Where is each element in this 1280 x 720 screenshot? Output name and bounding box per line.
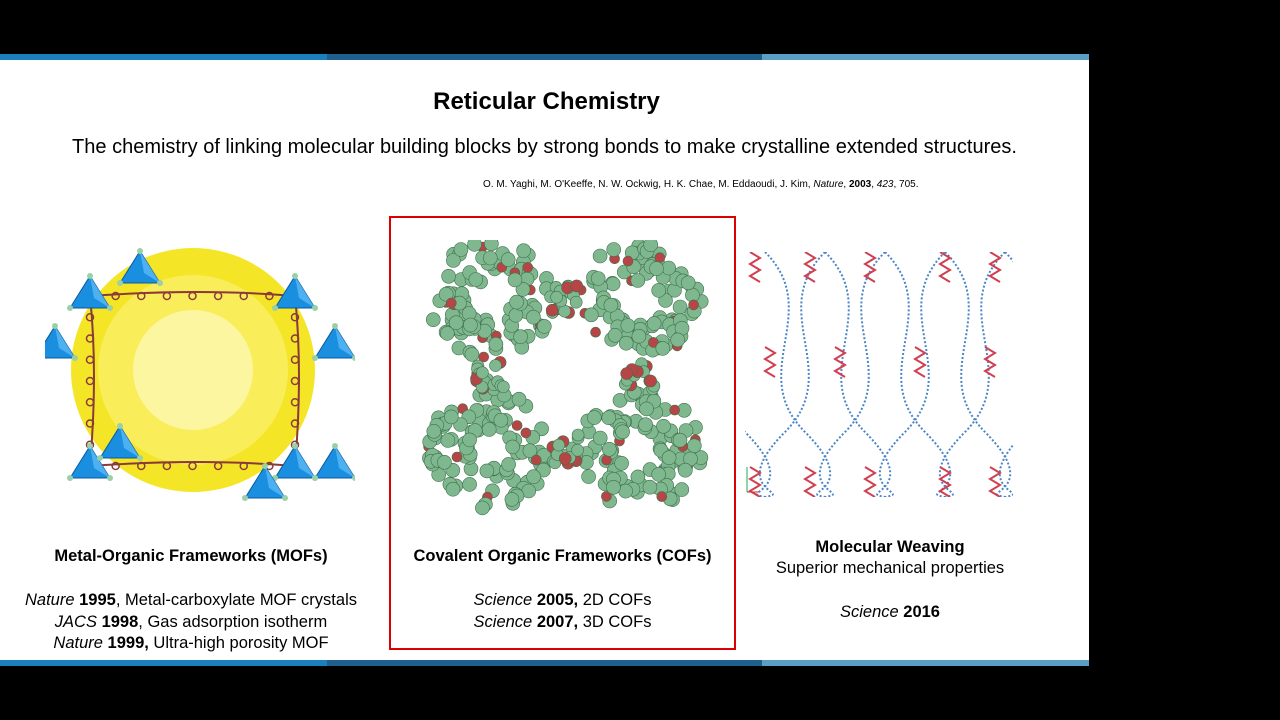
- ref-detail: 3D COFs: [578, 613, 652, 631]
- mof-ref-line: Nature 1999, Ultra-high porosity MOF: [0, 634, 382, 653]
- ref-volume: 423: [876, 179, 894, 190]
- mof-heading: Metal-Organic Frameworks (MOFs): [54, 547, 328, 565]
- pub-year: 1998: [101, 613, 139, 631]
- journal-name: Nature: [25, 591, 75, 609]
- slide: Reticular Chemistry The chemistry of lin…: [0, 54, 1089, 666]
- cof-heading: Covalent Organic Frameworks (COFs): [413, 547, 712, 565]
- weaving-ref-line: Science 2016: [745, 603, 1035, 622]
- ref-detail: , Metal-carboxylate MOF crystals: [115, 591, 357, 609]
- reference-citation: O. M. Yaghi, M. O'Keeffe, N. W. Ockwig, …: [483, 179, 918, 190]
- pub-year: 1999,: [107, 634, 149, 652]
- journal-name: JACS: [54, 613, 97, 631]
- cof-ref-line: Science 2007, 3D COFs: [389, 613, 736, 632]
- ref-sep: ,: [871, 179, 877, 190]
- ref-journal: Nature: [813, 179, 844, 190]
- cof-structure-image: [422, 240, 709, 516]
- cof-highlight-box: [389, 216, 736, 650]
- ref-year: 2003: [848, 179, 872, 190]
- top-accent-bar: [0, 54, 1089, 60]
- pub-year: 1995: [79, 591, 116, 609]
- weaving-subheading: Superior mechanical properties: [775, 559, 1005, 577]
- mof-structure-image: [45, 248, 355, 501]
- cof-ref-line: Science 2005, 2D COFs: [389, 591, 736, 610]
- mof-ref-line: Nature 1995, Metal-carboxylate MOF cryst…: [0, 591, 382, 610]
- journal-name: Science: [473, 613, 533, 631]
- ref-sep: ,: [843, 179, 849, 190]
- pub-year: 2016: [903, 603, 940, 621]
- bottom-accent-bar: [0, 660, 1089, 666]
- weaving-heading: Molecular Weaving: [815, 538, 965, 556]
- mof-ref-line: JACS 1998, Gas adsorption isotherm: [0, 613, 382, 632]
- ref-detail: 2D COFs: [578, 591, 652, 609]
- slide-title: Reticular Chemistry: [433, 88, 660, 115]
- journal-name: Science: [473, 591, 533, 609]
- ref-detail: Ultra-high porosity MOF: [148, 634, 329, 652]
- ref-pages: , 705.: [893, 179, 919, 190]
- journal-name: Science: [839, 603, 899, 621]
- slide-subtitle: The chemistry of linking molecular build…: [72, 136, 1017, 158]
- molecular-weaving-image: [745, 252, 1013, 497]
- pub-year: 2007,: [536, 613, 579, 631]
- pub-year: 2005,: [536, 591, 579, 609]
- ref-authors: O. M. Yaghi, M. O'Keeffe, N. W. Ockwig, …: [483, 179, 814, 190]
- ref-detail: , Gas adsorption isotherm: [138, 613, 328, 631]
- journal-name: Nature: [53, 634, 103, 652]
